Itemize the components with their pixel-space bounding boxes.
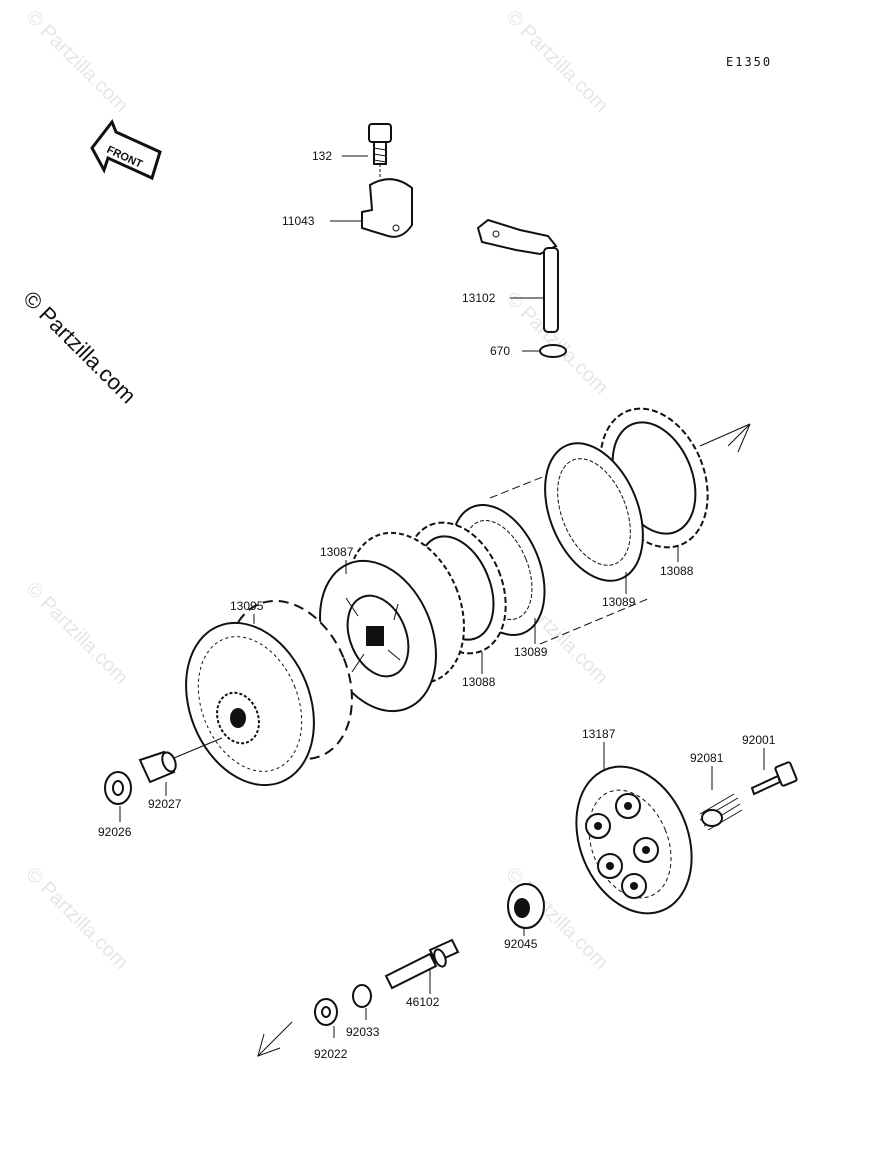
spring-92081 xyxy=(699,793,743,831)
clutch-hub-13087 xyxy=(319,531,465,713)
front-arrow-icon: FRONT xyxy=(90,118,162,181)
pressure-plate-13187 xyxy=(575,765,693,915)
label-13089-middle: 13089 xyxy=(514,645,548,659)
washer-92022 xyxy=(314,998,338,1026)
steel-plate-13089 xyxy=(544,442,644,582)
sleeve-92027 xyxy=(138,750,177,784)
watermark: © Partzilla.com xyxy=(501,6,612,117)
label-13102: 13102 xyxy=(462,291,496,305)
label-13088-middle: 13088 xyxy=(462,675,496,689)
watermark: © Partzilla.com xyxy=(21,578,132,689)
label-92022: 92022 xyxy=(314,1047,348,1061)
circlip-92033 xyxy=(352,984,372,1008)
clutch-housing-13095 xyxy=(185,599,353,787)
label-92045: 92045 xyxy=(504,937,538,951)
label-11043: 11043 xyxy=(282,214,315,228)
label-670: 670 xyxy=(490,344,510,358)
watermark: © Partzilla.com xyxy=(21,863,132,974)
label-92033: 92033 xyxy=(346,1025,380,1039)
label-132: 132 xyxy=(312,149,332,163)
label-46102: 46102 xyxy=(406,995,440,1009)
label-92026: 92026 xyxy=(98,825,132,839)
bolt-132 xyxy=(368,123,392,178)
label-92027: 92027 xyxy=(148,797,182,811)
label-92081: 92081 xyxy=(690,751,724,765)
watermark-main: © Partzilla.com xyxy=(18,286,141,409)
label-13187: 13187 xyxy=(582,727,616,741)
watermark: © Partzilla.com xyxy=(21,6,132,117)
label-13088-top: 13088 xyxy=(660,564,694,578)
bolt-92001 xyxy=(750,761,798,796)
bearing-92045 xyxy=(507,883,545,929)
washer-92026 xyxy=(104,771,132,805)
bracket-11043 xyxy=(361,178,413,238)
label-13089-right: 13089 xyxy=(602,595,636,609)
lever-shaft-13102 xyxy=(476,218,559,333)
label-13087: 13087 xyxy=(320,545,354,559)
pushrod-46102 xyxy=(384,938,460,990)
o-ring-670 xyxy=(539,344,567,358)
diagram-code: E1350 xyxy=(726,55,772,69)
label-13095: 13095 xyxy=(230,599,264,613)
label-92001: 92001 xyxy=(742,733,776,747)
